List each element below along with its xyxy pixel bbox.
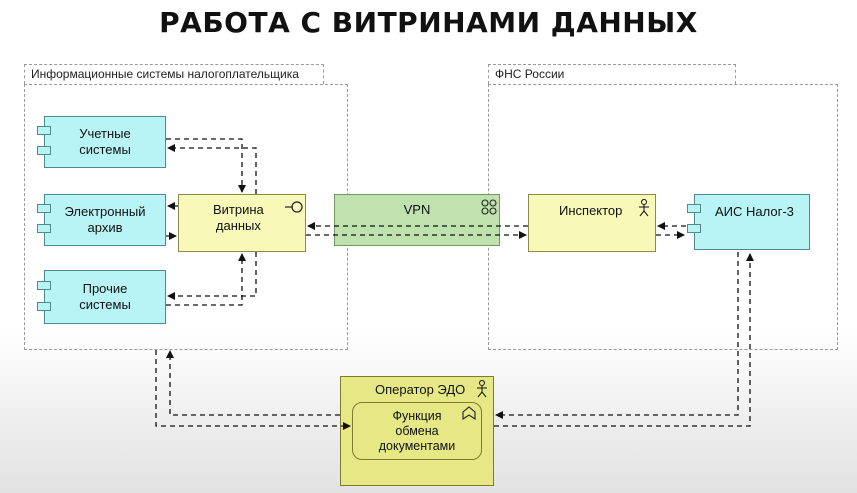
node-ais-label: АИС Налог-3: [715, 204, 794, 219]
component-lug: [687, 204, 701, 213]
link-operator-to-ais: [494, 253, 754, 427]
group-taxpayer-tab: Информационные системы налогоплательщика: [24, 64, 324, 84]
node-data-mart-label: Витрина данных: [213, 202, 264, 233]
node-operator-label: Оператор ЭДО: [375, 382, 466, 397]
page-title: РАБОТА С ВИТРИНАМИ ДАННЫХ: [159, 6, 698, 39]
node-other-systems[interactable]: Прочие системы: [44, 270, 166, 324]
node-accounting-systems[interactable]: Учетные системы: [44, 116, 166, 168]
link-operator-to-taxpayer: [166, 350, 340, 416]
node-archive-label: Электронный архив: [64, 204, 146, 235]
group-fns-label: ФНС России: [495, 67, 565, 81]
component-lug: [37, 224, 51, 233]
node-accounting-label: Учетные системы: [79, 126, 131, 157]
link-mart-to-other: [167, 252, 257, 300]
node-electronic-archive[interactable]: Электронный архив: [44, 194, 166, 246]
component-lug: [37, 204, 51, 213]
actor-icon: [477, 380, 487, 398]
function-icon: [462, 406, 476, 420]
link-taxpayer-to-operator: [155, 350, 351, 430]
link-ais-to-operator: [495, 252, 739, 419]
group-fns-tab: ФНС России: [488, 64, 736, 84]
component-lug: [37, 302, 51, 311]
node-function-label: Функция обмена документами: [378, 408, 456, 453]
component-lug: [37, 126, 51, 135]
node-vpn[interactable]: VPN: [334, 194, 500, 246]
node-inspector[interactable]: Инспектор: [528, 194, 656, 252]
group-taxpayer-label: Информационные системы налогоплательщика: [31, 67, 299, 81]
node-exchange-function[interactable]: Функция обмена документами: [352, 402, 482, 460]
component-lug: [37, 146, 51, 155]
interface-icon: [285, 201, 303, 213]
actor-icon: [639, 199, 649, 217]
link-mart-to-accounting: [167, 144, 257, 194]
node-vpn-label: VPN: [403, 202, 431, 217]
link-accounting-to-mart: [166, 138, 246, 193]
node-inspector-label: Инспектор: [559, 203, 623, 218]
node-other-label: Прочие системы: [79, 281, 131, 312]
link-other-to-mart: [166, 253, 246, 306]
component-lug: [37, 281, 51, 290]
component-lug: [687, 224, 701, 233]
node-data-mart[interactable]: Витрина данных: [178, 194, 306, 252]
network-icon: [481, 199, 497, 215]
node-ais-nalog-3[interactable]: АИС Налог-3: [694, 194, 810, 250]
